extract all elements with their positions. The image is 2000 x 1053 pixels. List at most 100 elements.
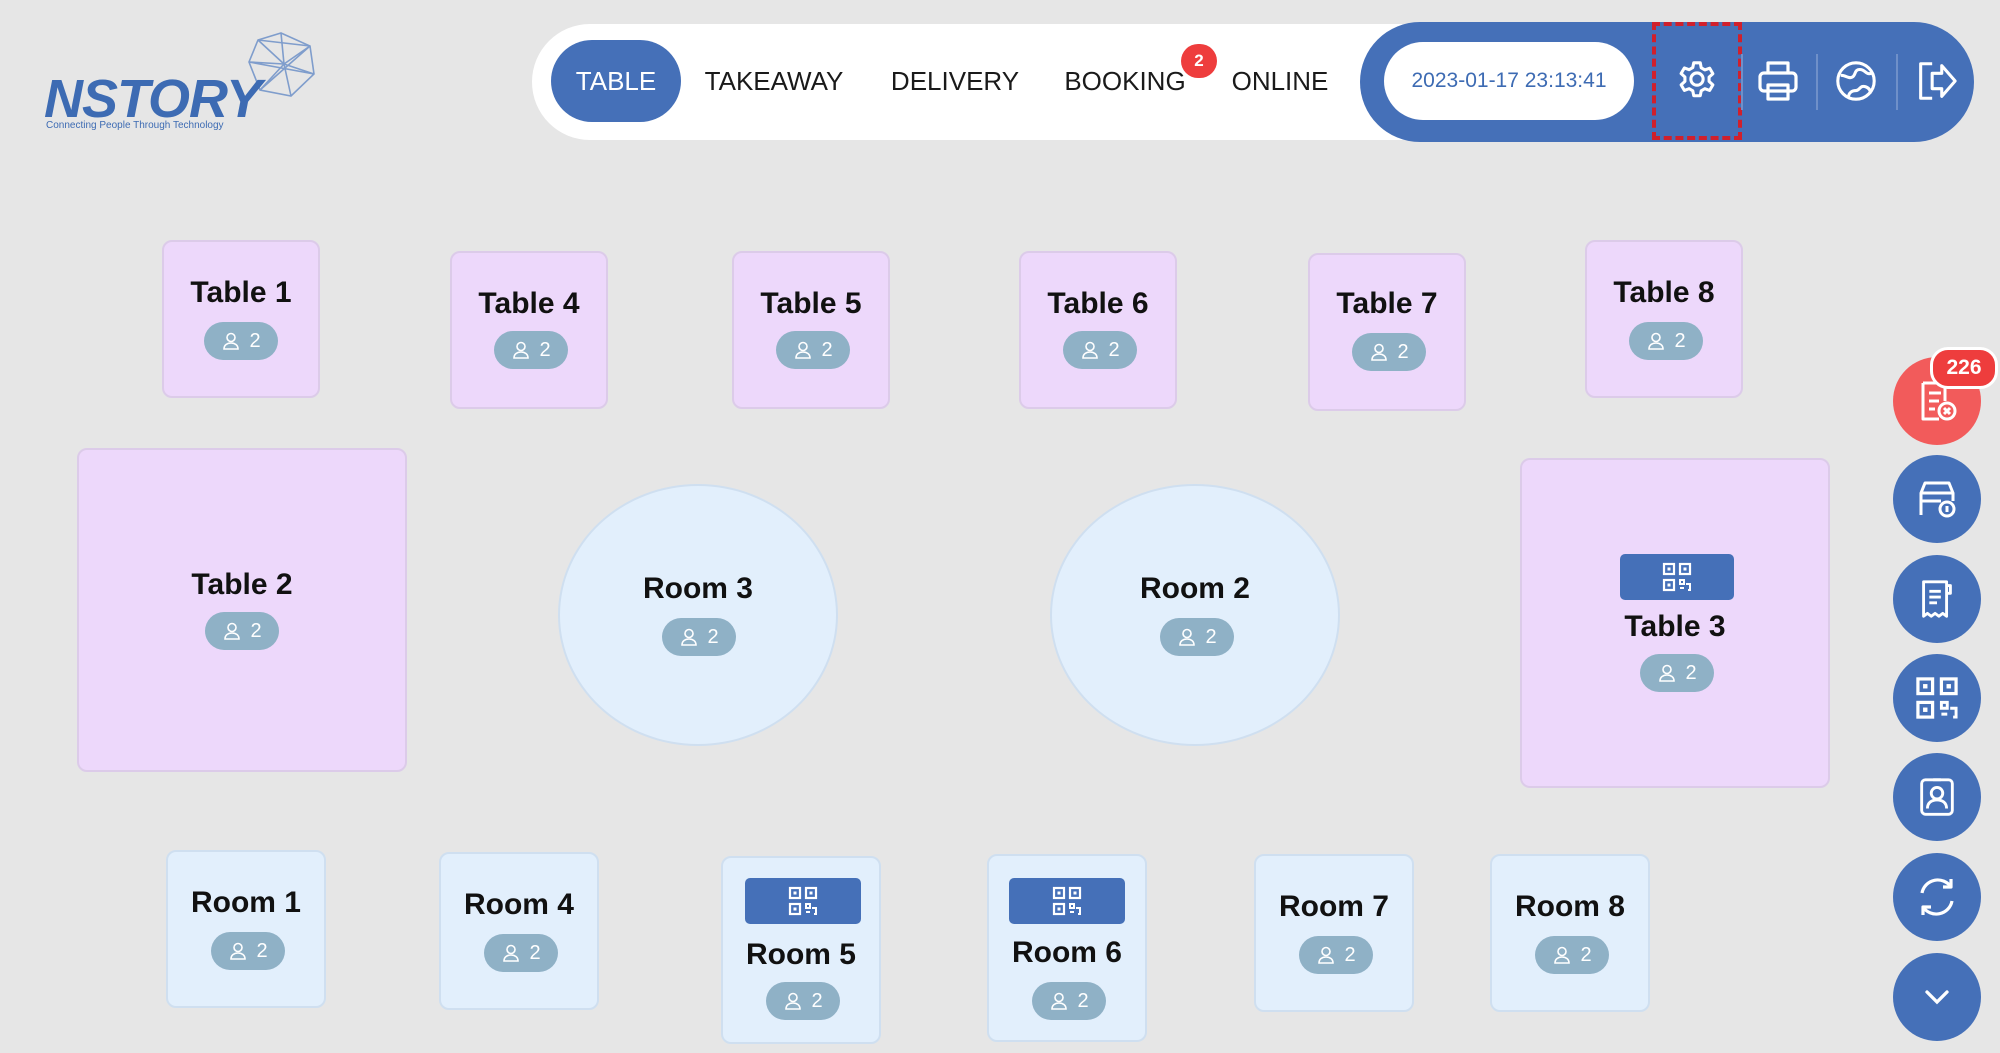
receipt-icon [1922, 580, 1952, 618]
table-name: Room 8 [1514, 890, 1625, 923]
guest-count: 2 [1344, 943, 1356, 966]
guest-count-chip: 2 [662, 618, 736, 656]
staff-button[interactable] [1893, 753, 1981, 841]
tab-delivery[interactable]: DELIVERY [890, 65, 1020, 96]
person-icon [1646, 331, 1666, 351]
person-icon [221, 331, 241, 351]
guest-count-chip: 2 [776, 331, 850, 369]
guest-count-chip: 2 [484, 934, 558, 972]
room-3[interactable]: Room 3 2 [558, 484, 838, 746]
qr-order-indicator [1009, 878, 1125, 924]
tab-booking[interactable]: BOOKING [1064, 65, 1186, 96]
table-name: Table 4 [478, 287, 580, 320]
guest-count: 2 [539, 338, 551, 361]
refresh-button[interactable] [1893, 853, 1981, 941]
guest-count: 2 [707, 625, 719, 648]
receipt-button[interactable] [1893, 555, 1981, 643]
brand-name: NSTORY [44, 69, 262, 129]
room-8[interactable]: Room 8 2 [1490, 854, 1650, 1012]
guest-count-chip: 2 [1160, 618, 1234, 656]
guest-count-chip: 2 [1629, 322, 1703, 360]
table-4[interactable]: Table 4 2 [450, 251, 608, 409]
current-datetime: 2023-01-17 23:13:41 [1384, 42, 1634, 120]
printer-icon[interactable] [1745, 48, 1811, 114]
cashier-icon [1919, 481, 1956, 518]
brand-logo: NSTORY Connecting People Through Technol… [44, 30, 315, 140]
orders-count-badge: 226 [1930, 347, 1998, 389]
table-2[interactable]: Table 2 2 [77, 448, 407, 772]
table-name: Table 7 [1336, 287, 1438, 320]
room-7[interactable]: Room 7 2 [1254, 854, 1414, 1012]
guest-count: 2 [529, 941, 541, 964]
person-icon [1177, 627, 1197, 647]
qr-code-icon [1915, 676, 1959, 720]
table-7[interactable]: Table 7 2 [1308, 253, 1466, 411]
table-name: Room 4 [463, 888, 574, 921]
table-name: Room 7 [1278, 890, 1389, 923]
table-name: Room 1 [190, 886, 301, 919]
guest-count: 2 [1077, 989, 1089, 1012]
person-icon [1080, 340, 1100, 360]
qr-code-icon [1662, 562, 1692, 592]
guest-count: 2 [1108, 338, 1120, 361]
person-icon [783, 991, 803, 1011]
table-name: Room 2 [1139, 572, 1250, 605]
guest-count: 2 [1674, 329, 1686, 352]
guest-count: 2 [1685, 661, 1697, 684]
cashier-button[interactable] [1893, 455, 1981, 543]
table-6[interactable]: Table 6 2 [1019, 251, 1177, 409]
guest-count: 2 [249, 329, 261, 352]
scroll-down-button[interactable] [1893, 953, 1981, 1041]
guest-count: 2 [1580, 943, 1592, 966]
table-name: Table 3 [1624, 610, 1726, 643]
chevron-down-icon [1925, 990, 1949, 1005]
guest-count: 2 [250, 619, 262, 642]
qr-order-indicator [1620, 554, 1734, 600]
tab-table[interactable]: TABLE [551, 40, 681, 122]
tab-takeaway[interactable]: TAKEAWAY [704, 65, 844, 96]
table-name: Table 6 [1047, 287, 1149, 320]
room-4[interactable]: Room 4 2 [439, 852, 599, 1010]
table-name: Room 6 [1011, 936, 1122, 969]
table-name: Table 5 [760, 287, 862, 320]
qr-code-button[interactable] [1893, 654, 1981, 742]
guest-count-chip: 2 [1299, 936, 1373, 974]
toolbar-divider [1896, 54, 1898, 110]
person-icon [1316, 945, 1336, 965]
person-icon [501, 943, 521, 963]
person-icon [1657, 663, 1677, 683]
guest-count-chip: 2 [211, 932, 285, 970]
qr-code-icon [788, 886, 818, 916]
guest-count: 2 [1205, 625, 1217, 648]
guest-count-chip: 2 [1352, 333, 1426, 371]
guest-count: 2 [821, 338, 833, 361]
guest-count-chip: 2 [1640, 654, 1714, 692]
guest-count: 2 [256, 939, 268, 962]
globe-icon[interactable] [1823, 48, 1889, 114]
guest-count-chip: 2 [204, 322, 278, 360]
person-icon [1049, 991, 1069, 1011]
person-icon [1552, 945, 1572, 965]
network-globe-icon [248, 32, 315, 97]
room-5[interactable]: Room 5 2 [721, 856, 881, 1044]
gear-icon[interactable] [1664, 48, 1730, 114]
room-6[interactable]: Room 6 2 [987, 854, 1147, 1042]
table-name: Table 8 [1613, 276, 1715, 309]
person-icon [228, 941, 248, 961]
qr-code-icon [1052, 886, 1082, 916]
table-3[interactable]: Table 3 2 [1520, 458, 1830, 788]
table-8[interactable]: Table 8 2 [1585, 240, 1743, 398]
table-name: Room 5 [745, 938, 856, 971]
table-5[interactable]: Table 5 2 [732, 251, 890, 409]
guest-count-chip: 2 [1063, 331, 1137, 369]
room-2[interactable]: Room 2 2 [1050, 484, 1340, 746]
tab-online[interactable]: ONLINE [1231, 65, 1329, 96]
table-name: Table 2 [191, 568, 293, 601]
table-1[interactable]: Table 1 2 [162, 240, 320, 398]
logout-icon[interactable] [1903, 48, 1969, 114]
guest-count-chip: 2 [494, 331, 568, 369]
person-icon [679, 627, 699, 647]
person-icon [793, 340, 813, 360]
room-1[interactable]: Room 1 2 [166, 850, 326, 1008]
guest-count-chip: 2 [1032, 982, 1106, 1020]
